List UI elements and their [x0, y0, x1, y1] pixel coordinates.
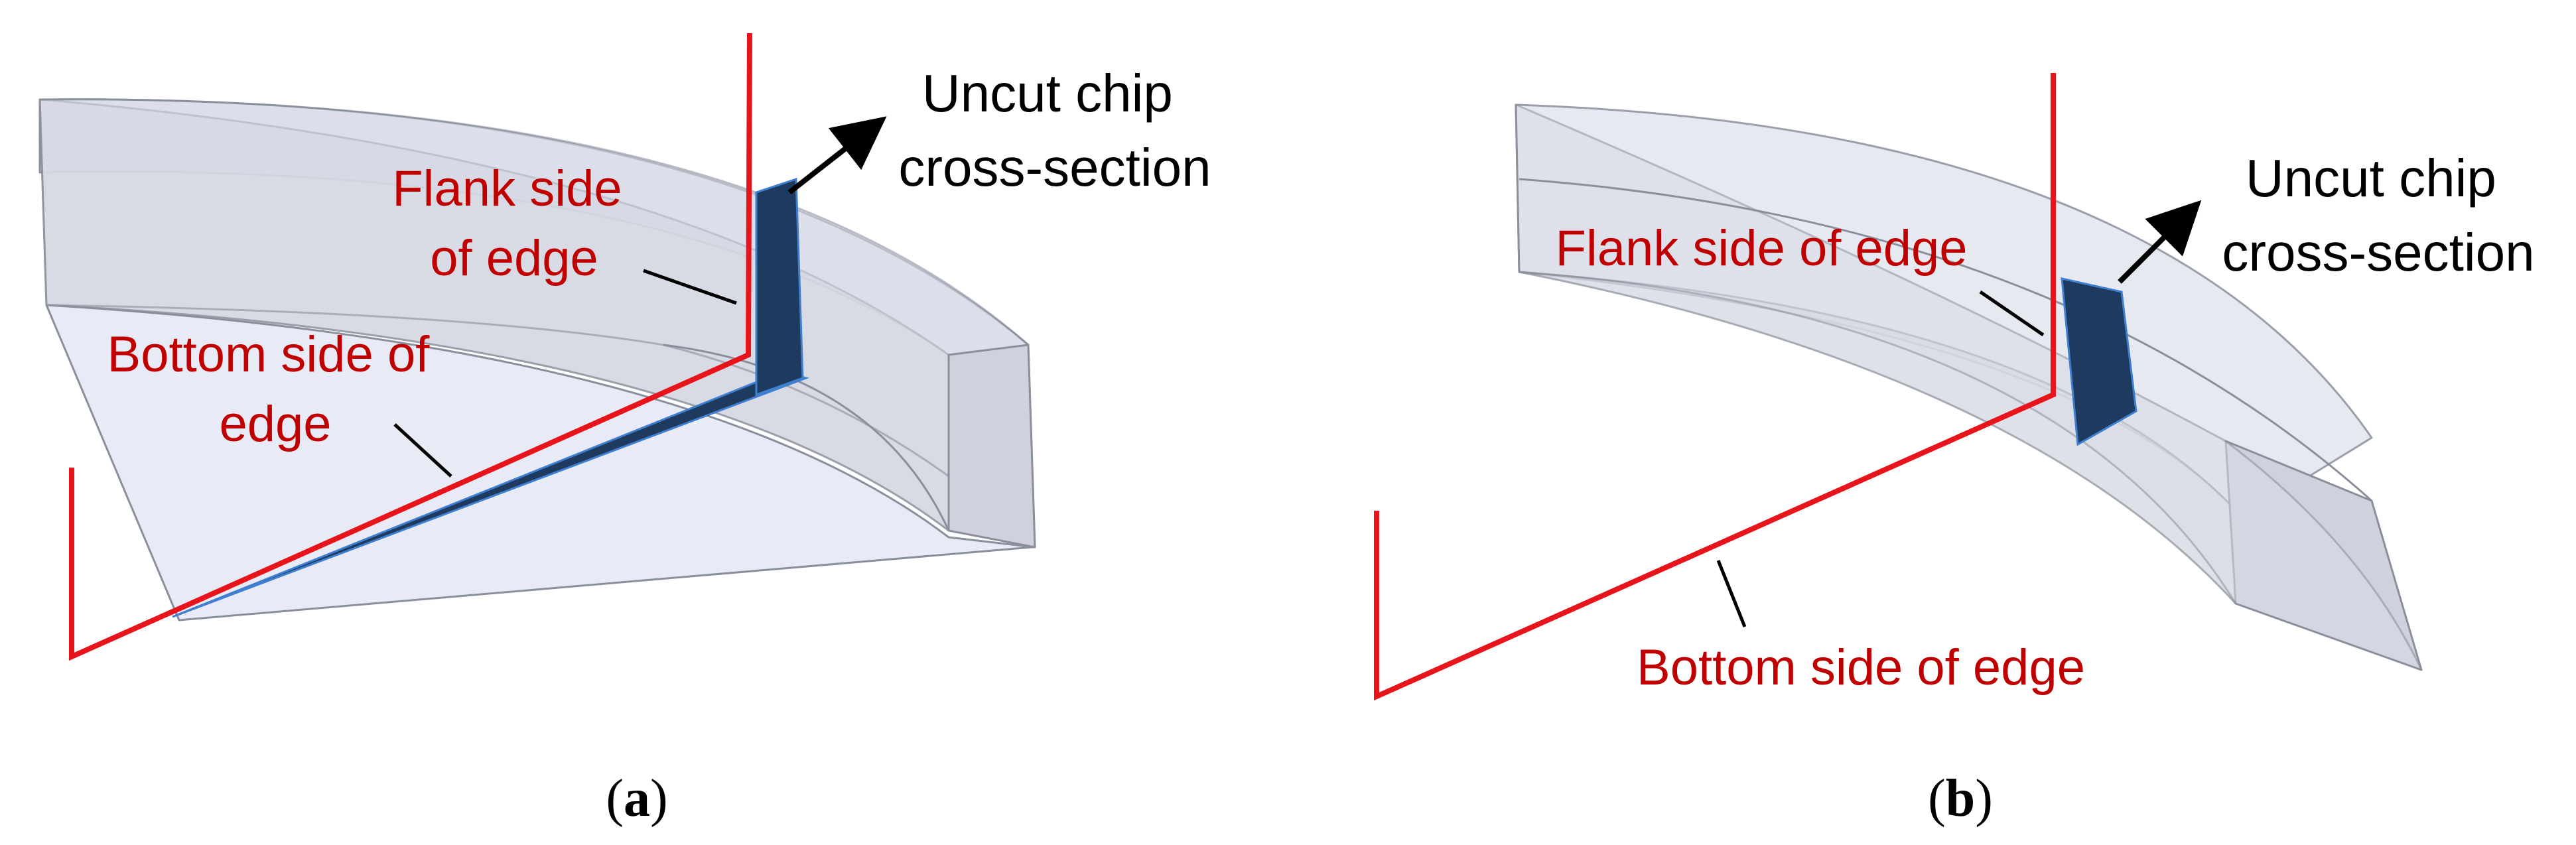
panel-b: Flank side of edge Bottom side of edge U… — [1374, 73, 2535, 828]
panel-b-chip-label-line2: cross-section — [2222, 223, 2534, 282]
panel-b-bottom-label: Bottom side of edge — [1637, 639, 2085, 696]
panel-b-lower-face — [1515, 103, 2423, 671]
panel-a-caption-letter: a — [624, 769, 650, 828]
panel-b-bottom-label-line1: Bottom side of edge — [1637, 639, 2085, 696]
panel-a-inner-contour — [663, 344, 950, 531]
panel-a-bottom-leader — [393, 423, 452, 478]
panel-b-contour — [1519, 178, 2372, 502]
panel-a-chip-arrow — [787, 116, 887, 195]
panel-a-caption: (a) — [606, 769, 667, 828]
panel-a-bottom-label-line2: edge — [219, 396, 331, 452]
panel-b-cutting-edge — [1374, 73, 2056, 701]
panel-a-flank-leader — [643, 269, 737, 305]
panel-b-flank-label-line1: Flank side of edge — [1555, 220, 1967, 277]
panel-a-flank-label-line2: of edge — [430, 230, 598, 287]
panel-b-bottom-leader — [1716, 560, 1747, 627]
panel-b-chip-arrow — [2118, 200, 2202, 284]
panel-b-flank-label: Flank side of edge — [1555, 220, 1967, 277]
panel-a-chip-label-line2: cross-section — [898, 138, 1211, 197]
panel-a-bottom-label-line1: Bottom side of — [107, 326, 431, 383]
panel-b-chip-label: Uncut chip cross-section — [2222, 149, 2534, 282]
panel-b-caption: (b) — [1928, 769, 1993, 828]
panel-a-bottom-label: Bottom side of edge — [107, 326, 444, 452]
panel-b-flank-leader — [1979, 290, 2045, 337]
panel-b-caption-letter: b — [1946, 769, 1976, 828]
panel-a-bottom-face — [45, 304, 1036, 621]
panel-a-chip-cross-section — [755, 177, 804, 397]
panel-a: Flank side of edge Bottom side of edge U… — [38, 32, 1211, 828]
panel-a-chip-label-line1: Uncut chip — [922, 64, 1173, 123]
panel-a-cutting-edge — [69, 32, 752, 661]
panel-b-chip-cross-section — [2061, 277, 2137, 446]
panel-a-workpiece — [38, 98, 1036, 621]
panel-b-workpiece — [1515, 103, 2423, 671]
panel-a-flank-label: Flank side of edge — [392, 161, 636, 287]
panel-a-flank-label-line1: Flank side — [392, 161, 622, 217]
panel-b-chip-label-line1: Uncut chip — [2246, 149, 2496, 208]
panel-a-chip-label: Uncut chip cross-section — [898, 64, 1211, 197]
panel-a-end-face — [947, 344, 1036, 549]
